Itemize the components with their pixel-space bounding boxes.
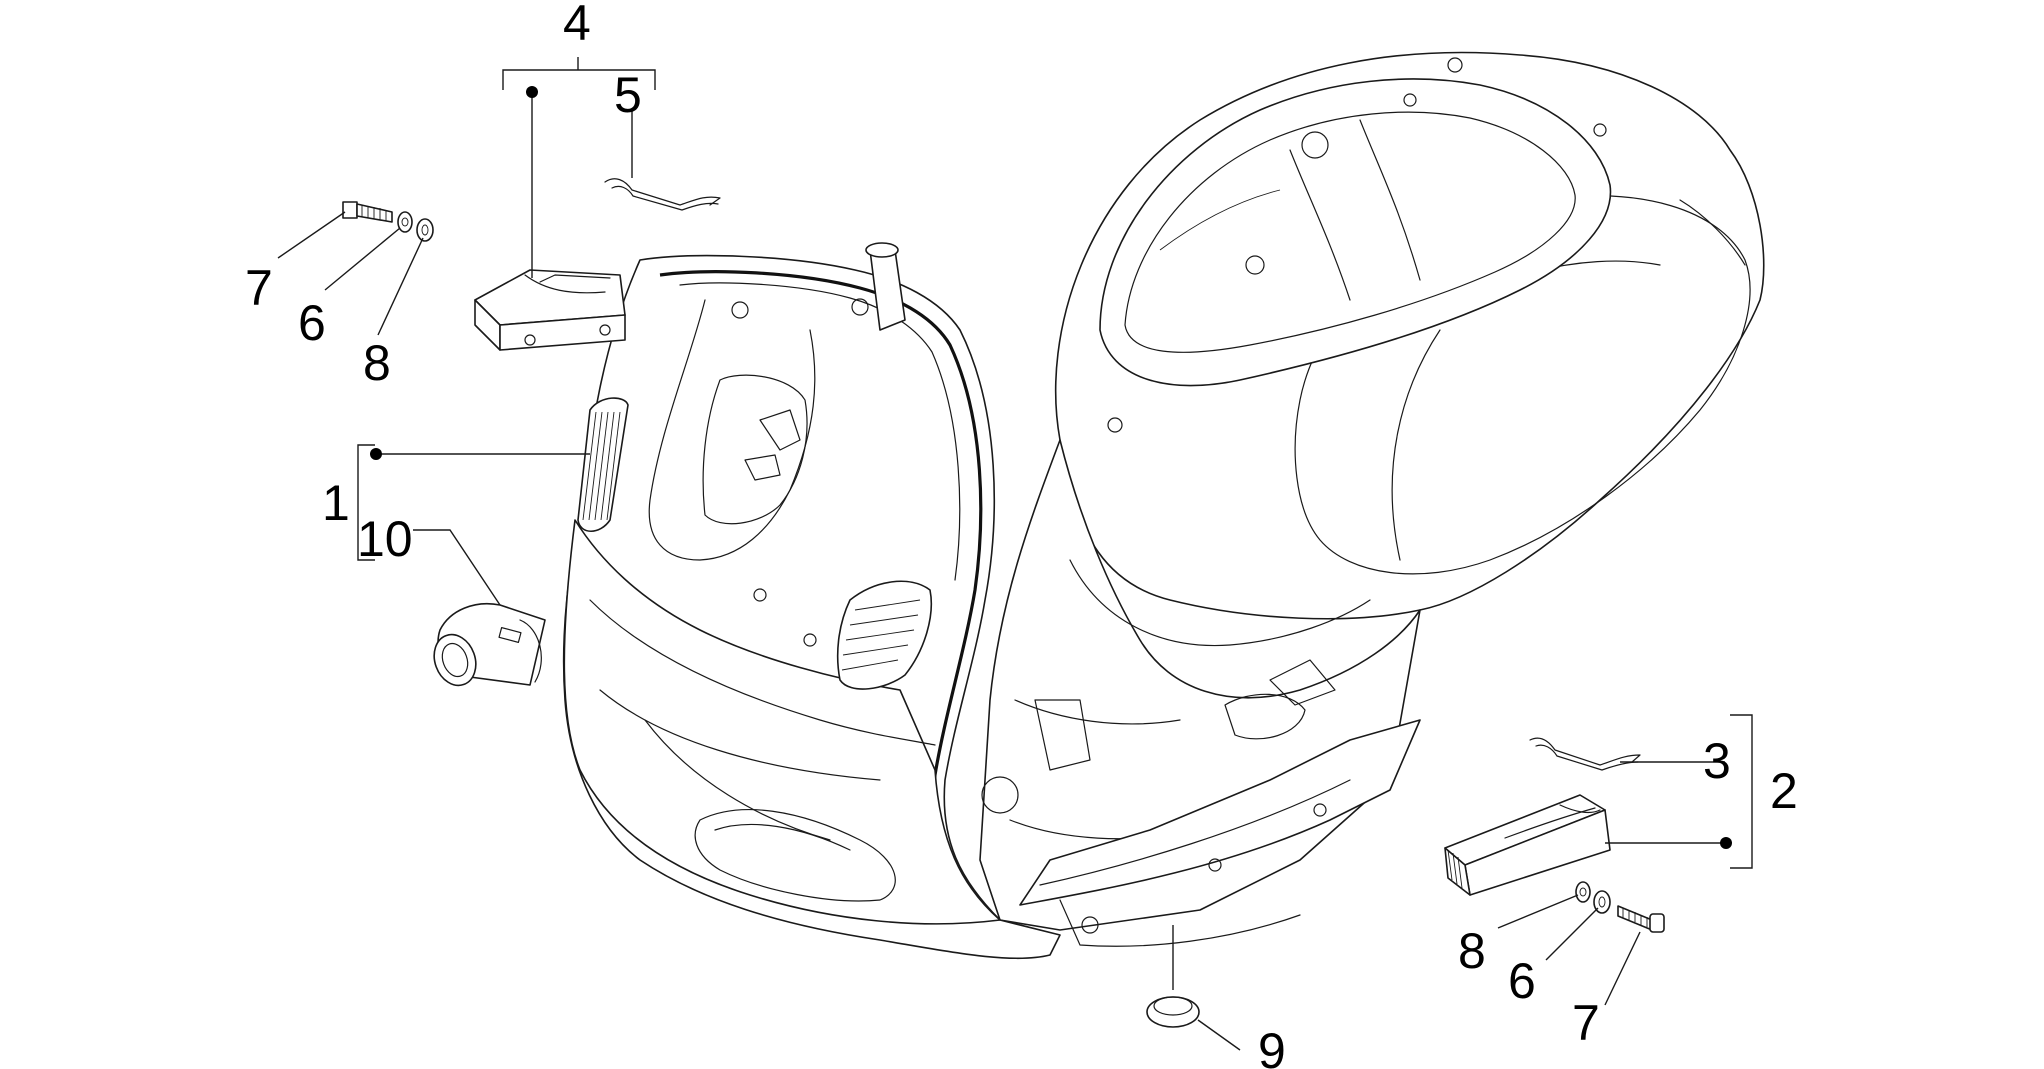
callout-7-top: 7 <box>245 260 273 316</box>
screw-part-7-bottom <box>1617 905 1665 933</box>
washer-part-6-bottom <box>1593 890 1611 914</box>
leader-dots <box>370 86 1732 849</box>
callout-6-bottom: 6 <box>1508 953 1536 1009</box>
screw-part-7-top <box>342 201 393 223</box>
callout-8-bottom: 8 <box>1458 923 1486 979</box>
grommet-part-9 <box>1146 996 1200 1028</box>
callout-8-top: 8 <box>363 335 391 391</box>
callout-4: 4 <box>563 0 591 51</box>
washer-part-6-top <box>397 211 413 233</box>
leader-lines <box>277 57 1753 1051</box>
callout-6-top: 6 <box>298 295 326 351</box>
callout-9: 9 <box>1258 1023 1286 1069</box>
callout-2: 2 <box>1770 763 1798 819</box>
footboard-strip-part-2 <box>1444 794 1611 896</box>
callout-3: 3 <box>1703 733 1731 789</box>
callout-5: 5 <box>614 67 642 123</box>
washer-part-8-top <box>416 218 434 242</box>
clip-part-3 <box>1529 737 1641 771</box>
lock-cylinder-part-10 <box>433 603 546 687</box>
callout-10: 10 <box>357 511 413 567</box>
footboard-strip-part-4 <box>474 269 626 351</box>
clip-part-5 <box>604 178 721 211</box>
washer-part-8-bottom <box>1575 881 1591 903</box>
front-legshield-panel <box>562 242 1061 960</box>
scooter-body-frame <box>979 51 1765 947</box>
callout-7-bottom: 7 <box>1572 995 1600 1051</box>
callout-1: 1 <box>322 475 350 531</box>
